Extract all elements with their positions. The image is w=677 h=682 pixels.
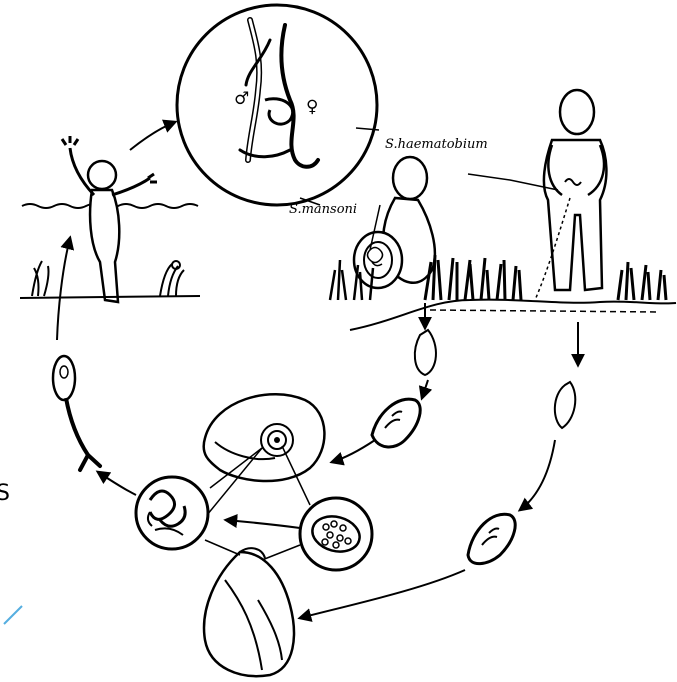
edge-accent-mark — [4, 606, 22, 624]
snail-magnified — [204, 394, 325, 481]
male-symbol: ♂ — [234, 89, 249, 109]
egg-s-haematobium — [555, 382, 575, 428]
miracidium-left — [372, 399, 420, 447]
label-s-haematobium: S.haematobium — [385, 137, 488, 152]
adult-worms-magnified — [177, 5, 377, 205]
cercaria — [53, 356, 100, 470]
cropped-edge-letter: S — [0, 481, 10, 506]
sporocyst-eggs-circle — [300, 498, 372, 570]
man-s-haematobium — [535, 90, 606, 300]
snail-bulinus — [204, 548, 294, 676]
egg-s-mansoni — [415, 330, 436, 375]
female-symbol: ♀ — [306, 97, 318, 117]
child-in-water — [20, 136, 200, 302]
child-s-mansoni — [354, 157, 435, 288]
label-s-mansoni: S.mansoni — [289, 202, 357, 217]
sporocyst-cercariae-circle — [136, 477, 208, 549]
miracidium-right — [468, 514, 515, 563]
